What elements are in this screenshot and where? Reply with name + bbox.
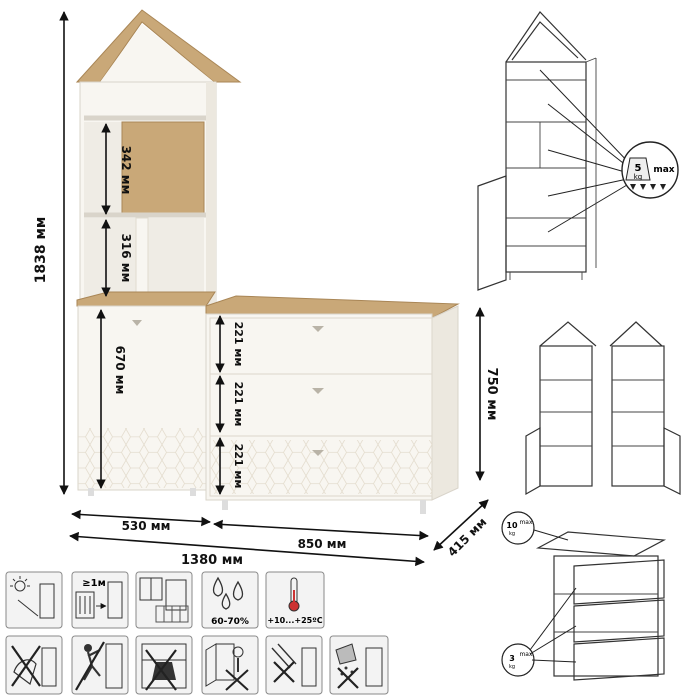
shelf-variants-drawing [525, 321, 681, 496]
care-icons-row-1: ≥1м 60-70% +10...+25ºC [5, 571, 325, 629]
product-illustration [75, 9, 460, 514]
no-scratch-icon [329, 635, 389, 695]
house-roof-inner [100, 24, 214, 82]
drawer-load-value: 3 [509, 654, 515, 663]
temperature-text: +10...+25ºC [267, 616, 322, 625]
shelf-load-value: 5 [635, 163, 642, 174]
drawer-handle-3 [312, 450, 324, 456]
sunlight-icon [5, 571, 63, 629]
shelf-load-label: max [653, 165, 674, 175]
drawer-load-unit: kg [509, 664, 515, 670]
drawer-3-label: 221 мм [232, 444, 245, 489]
oak-door-panel [121, 121, 205, 215]
dimension-labels: 1838 мм 342 мм 316 мм 670 мм 221 мм 221 … [33, 146, 499, 568]
temperature-icon: +10...+25ºC [265, 571, 325, 629]
shelf-load-unit: kg [634, 173, 643, 181]
chest-load-value: 10 [506, 521, 518, 530]
no-overload-icon [135, 635, 193, 695]
no-wet-cleaning-icon [5, 635, 63, 695]
heater-distance-text: ≥1м [82, 578, 106, 589]
humidity-icon: 60-70% [201, 571, 259, 629]
cabinet-handle [132, 320, 142, 326]
width-right-label: 850 мм [298, 537, 347, 551]
shelf-unit-line-drawing: 5 kg max [477, 11, 679, 291]
total-height-label: 1838 мм [33, 217, 49, 284]
humidity-text: 60-70% [211, 617, 249, 627]
tower-right-side [206, 82, 216, 304]
drawer-1-label: 221 мм [232, 322, 245, 367]
room-icon [135, 571, 193, 629]
width-total-label: 1380 мм [181, 553, 243, 568]
niche-lower-label: 316 мм [119, 234, 133, 283]
drawer-2-label: 221 мм [232, 382, 245, 427]
no-hanging-icon [201, 635, 259, 695]
no-chemicals-icon [265, 635, 323, 695]
cabinet-height-label: 670 мм [113, 346, 127, 395]
care-icons-row-2 [5, 635, 389, 695]
no-climbing-icon [71, 635, 129, 695]
heater-distance-icon: ≥1м [71, 571, 129, 629]
chest-height-label: 750 мм [484, 368, 499, 421]
chest-line-drawing: 10 kg max 3 kg max [501, 511, 667, 681]
chest-side [431, 305, 459, 501]
drawer-handle-2 [312, 388, 324, 394]
chest-load-unit: kg [509, 531, 515, 537]
depth-label: 415 мм [445, 515, 489, 559]
width-left-label: 530 мм [122, 519, 171, 533]
drawer-handle-1 [312, 326, 324, 332]
niche-upper-label: 342 мм [119, 146, 133, 195]
chest-load-label: max [519, 519, 533, 526]
dimension-lines [59, 11, 489, 567]
drawer-load-label: max [519, 651, 533, 658]
